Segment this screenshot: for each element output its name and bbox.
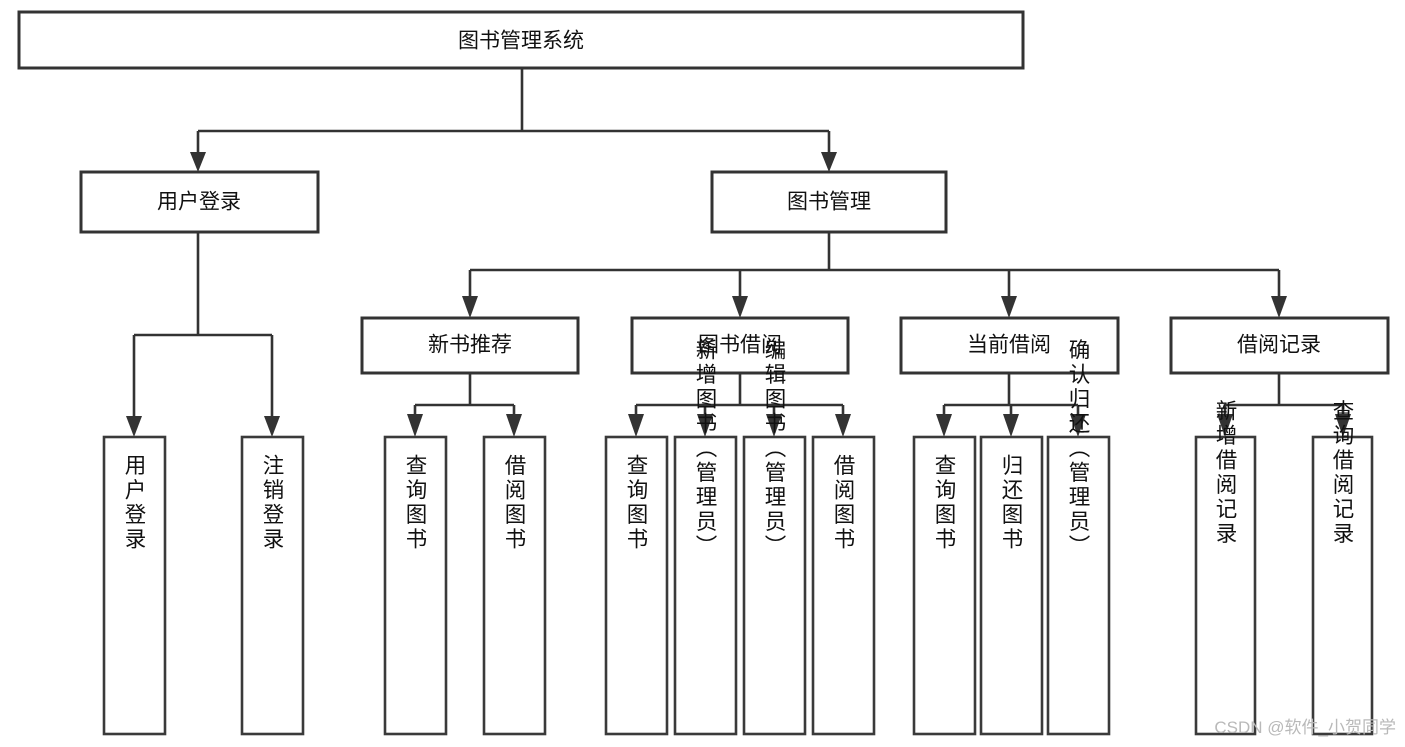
arrow-leaf-user-login (126, 416, 142, 437)
node-new-book-recommend-box[interactable] (360, 316, 580, 375)
node-leaf-query-book-3-box[interactable] (912, 435, 977, 736)
watermark-text: CSDN @软件_小贺同学 (1214, 718, 1396, 737)
node-user-login-box[interactable] (79, 170, 320, 234)
arrow-to-book-manage (821, 152, 837, 172)
node-leaf-borrow-book-1-box[interactable] (482, 435, 547, 736)
node-user-login-label: 用户登录 (157, 191, 241, 214)
node-leaf-user-logout[interactable]: 注销登录 (240, 435, 305, 736)
node-leaf-add-record[interactable]: 新增借阅记录 (1194, 399, 1257, 736)
arrow-leaf-borrow-book-2 (835, 414, 851, 437)
arrow-leaf-edit-book (766, 414, 782, 437)
node-current-borrow[interactable]: 当前借阅 (899, 316, 1120, 375)
arrow-leaf-add-record (1217, 414, 1233, 437)
arrow-leaf-borrow-book-1 (506, 414, 522, 437)
node-current-borrow-label: 当前借阅 (967, 334, 1051, 357)
node-leaf-borrow-book-2-label: 借阅图书 (831, 454, 855, 552)
node-leaf-query-record[interactable]: 查询借阅记录 (1311, 399, 1374, 736)
node-new-book-recommend-label: 新书推荐 (428, 334, 512, 357)
node-leaf-user-logout-box[interactable] (240, 435, 305, 736)
arrow-to-current-borrow (1001, 296, 1017, 318)
node-borrow-record-label: 借阅记录 (1237, 334, 1321, 357)
node-leaf-user-login-box[interactable] (102, 435, 167, 736)
node-borrow-record-box[interactable] (1169, 316, 1390, 375)
node-leaf-query-book-2-label: 查询图书 (624, 454, 648, 552)
node-leaf-confirm-return-box[interactable] (1046, 435, 1111, 736)
node-book-manage[interactable]: 图书管理 (710, 170, 948, 234)
node-leaf-query-book-1[interactable]: 查询图书 (383, 435, 448, 736)
arrow-to-user-login (190, 152, 206, 172)
arrow-leaf-confirm-return (1070, 414, 1086, 437)
node-leaf-query-book-2-box[interactable] (604, 435, 669, 736)
node-leaf-query-record-label: 查询借阅记录 (1330, 399, 1354, 546)
node-leaf-query-book-2[interactable]: 查询图书 (604, 435, 669, 736)
node-leaf-borrow-book-2-box[interactable] (811, 435, 876, 736)
node-leaf-query-book-1-label: 查询图书 (403, 454, 427, 552)
node-leaf-confirm-return[interactable]: 确认归还（管理员） (1046, 339, 1111, 736)
node-leaf-borrow-book-1[interactable]: 借阅图书 (482, 435, 547, 736)
node-leaf-return-book[interactable]: 归还图书 (979, 435, 1044, 736)
node-current-borrow-box[interactable] (899, 316, 1120, 375)
arrow-leaf-add-book (697, 414, 713, 437)
node-leaf-query-book-1-box[interactable] (383, 435, 448, 736)
node-root[interactable]: 图书管理系统 (17, 10, 1025, 70)
node-leaf-confirm-return-label: 确认归还（管理员） (1066, 339, 1090, 560)
node-book-borrow[interactable]: 图书借阅 (630, 316, 850, 375)
node-leaf-add-record-box[interactable] (1194, 435, 1257, 736)
node-new-book-recommend[interactable]: 新书推荐 (360, 316, 580, 375)
node-book-borrow-box[interactable] (630, 316, 850, 375)
node-leaf-add-book-box[interactable] (673, 435, 738, 736)
node-leaf-edit-book[interactable]: 编辑图书（管理员） (742, 339, 807, 736)
node-leaf-edit-book-box[interactable] (742, 435, 807, 736)
node-leaf-edit-book-label: 编辑图书（管理员） (762, 339, 786, 560)
node-borrow-record[interactable]: 借阅记录 (1169, 316, 1390, 375)
node-leaf-add-book[interactable]: 新增图书（管理员） (673, 339, 738, 736)
node-leaf-return-book-label: 归还图书 (999, 454, 1023, 552)
arrow-leaf-query-record (1335, 414, 1351, 437)
node-leaf-add-book-label: 新增图书（管理员） (693, 339, 717, 560)
node-root-box[interactable] (17, 10, 1025, 70)
node-leaf-user-login-label: 用户登录 (122, 454, 146, 552)
arrow-leaf-user-logout (264, 416, 280, 437)
arrow-leaf-return-book (1003, 414, 1019, 437)
connector-layer (126, 68, 1351, 437)
node-user-login[interactable]: 用户登录 (79, 170, 320, 234)
node-leaf-query-record-box[interactable] (1311, 435, 1374, 736)
node-leaf-borrow-book-1-label: 借阅图书 (502, 454, 526, 552)
arrow-to-borrow-record (1271, 296, 1287, 318)
node-leaf-return-book-box[interactable] (979, 435, 1044, 736)
node-leaf-query-book-3[interactable]: 查询图书 (912, 435, 977, 736)
arrow-to-book-borrow (732, 296, 748, 318)
node-book-borrow-label: 图书借阅 (698, 334, 782, 357)
arrow-leaf-query-book-1 (407, 414, 423, 437)
node-leaf-user-login[interactable]: 用户登录 (102, 435, 167, 736)
node-leaf-borrow-book-2[interactable]: 借阅图书 (811, 435, 876, 736)
arrow-leaf-query-book-3 (936, 414, 952, 437)
node-leaf-query-book-3-label: 查询图书 (932, 454, 956, 552)
arrow-leaf-query-book-2 (628, 414, 644, 437)
node-root-label: 图书管理系统 (458, 30, 584, 53)
node-leaf-add-record-label: 新增借阅记录 (1213, 399, 1237, 546)
node-book-manage-label: 图书管理 (787, 191, 871, 214)
arrow-to-new-book-recommend (462, 296, 478, 318)
node-book-manage-box[interactable] (710, 170, 948, 234)
node-leaf-user-logout-label: 注销登录 (260, 454, 284, 552)
